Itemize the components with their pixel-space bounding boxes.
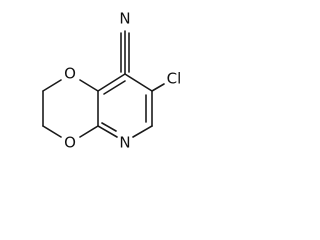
chemical-structure-diagram: N Cl N O O <box>42 10 182 152</box>
bond-c8a-c8 <box>97 73 126 92</box>
bond-n5-c4a <box>97 125 118 138</box>
bond-c8-c7 <box>124 73 153 92</box>
pyridine-ring <box>97 73 153 138</box>
atom-label-ring-o-upper: O <box>64 65 76 83</box>
bond-c7-cl <box>151 83 165 92</box>
bond-o1-c2 <box>42 79 62 92</box>
bond-c8a-c8-inner <box>103 80 126 95</box>
bond-n5-c4a-inner <box>101 122 117 132</box>
bond-c3-o4 <box>42 125 62 138</box>
bond-o4-c4a <box>79 125 99 138</box>
atom-label-pyridine-n: N <box>119 134 130 152</box>
atom-label-ring-o-lower: O <box>64 134 76 152</box>
bond-c6-n5 <box>132 125 153 138</box>
nitrile-group: N <box>119 10 131 75</box>
atom-label-nitrile-n: N <box>119 10 130 28</box>
bond-c8a-o1 <box>79 79 99 92</box>
atom-label-chlorine: Cl <box>167 70 182 88</box>
dioxane-ring: O O <box>42 65 99 152</box>
